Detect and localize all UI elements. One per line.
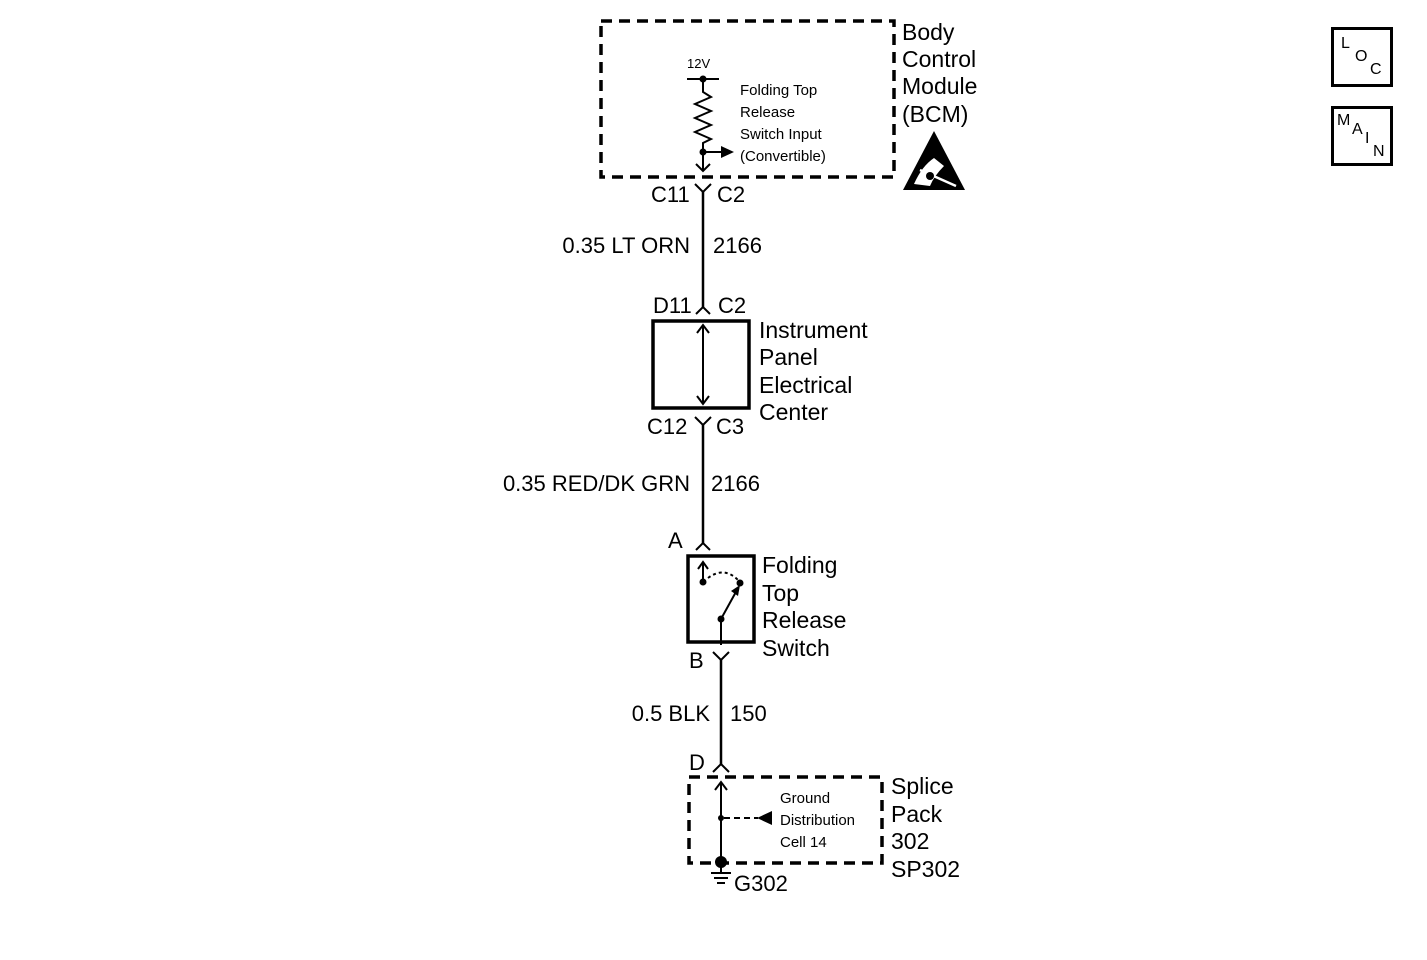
- splice-name-line: Splice: [891, 773, 954, 799]
- ipec-name-line: Panel: [759, 344, 818, 370]
- bcm-pin-right: C2: [717, 182, 745, 207]
- bcm-name-line: Module: [902, 73, 977, 99]
- input-arrow-icon: [721, 146, 734, 158]
- splice-name-line: SP302: [891, 856, 960, 882]
- bcm-name-line: Body: [902, 19, 955, 45]
- wire-3-spec: 0.5 BLK: [632, 701, 711, 726]
- splice-cell-line: Distribution: [780, 812, 855, 829]
- ipec-bottom-pin-left: C12: [647, 414, 687, 439]
- main-letter: N: [1373, 143, 1385, 160]
- main-button[interactable]: M A I N: [1331, 106, 1393, 166]
- switch-contact-top: [699, 578, 707, 586]
- main-letter: M: [1337, 112, 1351, 129]
- ipec-name-line: Center: [759, 399, 828, 425]
- pullup-resistor: [692, 79, 714, 170]
- splice-cell-line: Ground: [780, 790, 830, 807]
- splice-box: [687, 775, 884, 865]
- ground-icon: [711, 872, 731, 884]
- ipec-top-pin-right: C2: [718, 293, 746, 318]
- ipec-bottom-pin-right: C3: [716, 414, 744, 439]
- bcm-connector-icon: [694, 183, 712, 194]
- switch-arrow-icon: [697, 560, 709, 570]
- splice-name-line: 302: [891, 828, 929, 854]
- switch-name-line: Switch: [762, 635, 830, 661]
- switch-actuation-link: [707, 571, 739, 581]
- bcm-connector-inner: [695, 163, 711, 173]
- bcm-input-line: Switch Input: [740, 126, 823, 143]
- wire-2-spec: 0.35 RED/DK GRN: [503, 471, 690, 496]
- loc-button[interactable]: L O C: [1331, 27, 1393, 87]
- splice-node: [718, 815, 724, 821]
- ipec-bottom-connector-icon: [694, 416, 712, 427]
- ipec-arrow-up-icon: [696, 323, 710, 334]
- wire-1-spec: 0.35 LT ORN: [562, 233, 690, 258]
- switch-pin-top: A: [668, 528, 683, 553]
- loc-letter: L: [1341, 35, 1350, 52]
- switch-pin-bottom: B: [689, 648, 704, 673]
- ipec-box: [651, 319, 751, 410]
- bcm-voltage: 12V: [687, 56, 710, 71]
- ipec-top-pin-left: D11: [653, 293, 692, 318]
- splice-arrow-icon: [714, 780, 728, 791]
- splice-name-line: Pack: [891, 801, 943, 827]
- wire-1-circuit: 2166: [713, 233, 762, 258]
- loc-letter: C: [1370, 61, 1382, 78]
- cell-arrow-icon: [757, 811, 772, 825]
- main-letter: A: [1352, 121, 1363, 138]
- splice-connector-icon: [712, 762, 730, 773]
- ipec-top-connector-icon: [695, 305, 711, 315]
- splice-pin: D: [689, 750, 705, 775]
- wire-3-circuit: 150: [730, 701, 767, 726]
- switch-name-line: Release: [762, 607, 846, 633]
- main-letter: I: [1365, 130, 1370, 147]
- switch-blade-arrow-icon: [731, 585, 740, 596]
- esd-warning-icon: [903, 131, 965, 190]
- loc-letter: O: [1355, 48, 1368, 65]
- bcm-name-line: Control: [902, 46, 976, 72]
- switch-name-line: Folding: [762, 552, 837, 578]
- bcm-input-line: Release: [740, 104, 795, 121]
- bcm-name-line: (BCM): [902, 101, 968, 127]
- bcm-box: [599, 19, 896, 179]
- ipec-arrow-down-icon: [696, 395, 710, 406]
- switch-bottom-connector-icon: [712, 651, 730, 662]
- switch-blade: [720, 589, 738, 620]
- bcm-pin-left: C11: [651, 182, 690, 207]
- ground-label: G302: [734, 871, 788, 896]
- switch-contact-pivot: [736, 579, 744, 587]
- ipec-name-line: Instrument: [759, 317, 868, 343]
- splice-cell-line: Cell 14: [780, 834, 827, 851]
- switch-name-line: Top: [762, 580, 799, 606]
- bcm-input-line: (Convertible): [740, 148, 826, 165]
- wire-2-circuit: 2166: [711, 471, 760, 496]
- bcm-input-line: Folding Top: [740, 82, 817, 99]
- switch-top-connector-icon: [695, 541, 711, 551]
- ipec-name-line: Electrical: [759, 372, 852, 398]
